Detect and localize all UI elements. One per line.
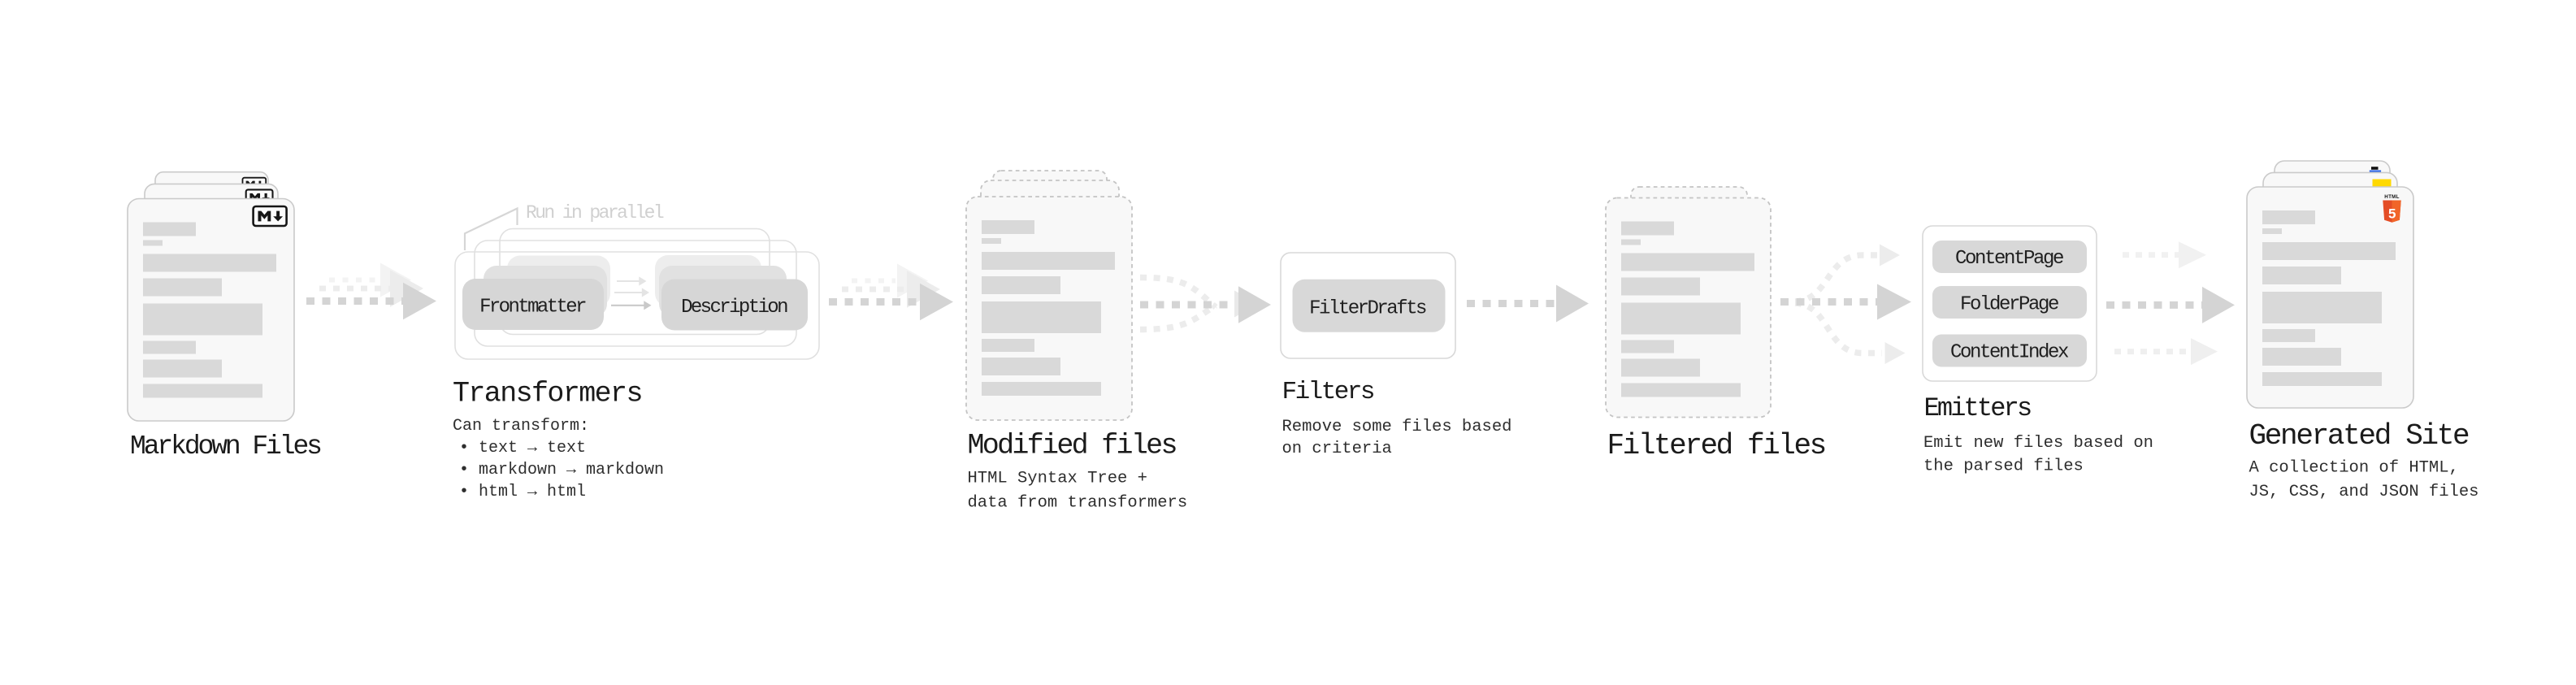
svg-text:ContentPage: ContentPage	[1955, 248, 2063, 270]
svg-text:on criteria: on criteria	[1282, 440, 1392, 458]
svg-text:FilterDrafts: FilterDrafts	[1309, 298, 1426, 320]
svg-text:ContentIndex: ContentIndex	[1950, 342, 2069, 364]
svg-text:A collection of HTML,: A collection of HTML,	[2249, 459, 2459, 478]
svg-text:5: 5	[2388, 206, 2396, 221]
svg-text:Remove some files based: Remove some files based	[1282, 418, 1512, 436]
svg-text:Run in parallel: Run in parallel	[526, 202, 664, 223]
svg-text:Emitters: Emitters	[1924, 393, 2031, 423]
svg-text:Generated Site: Generated Site	[2249, 419, 2470, 453]
svg-text:Description: Description	[681, 297, 787, 319]
svg-text:• html → html: • html → html	[459, 483, 586, 501]
svg-text:Transformers: Transformers	[453, 378, 642, 410]
svg-text:Modified files: Modified files	[968, 430, 1177, 462]
svg-text:• markdown → markdown: • markdown → markdown	[459, 461, 664, 479]
svg-text:data from transformers: data from transformers	[968, 494, 1188, 513]
svg-text:Can transform:: Can transform:	[453, 417, 589, 436]
svg-text:Emit new files based on: Emit new files based on	[1923, 434, 2153, 453]
svg-text:Frontmatter: Frontmatter	[479, 297, 586, 319]
svg-text:JS, CSS, and JSON files: JS, CSS, and JSON files	[2249, 483, 2479, 501]
svg-text:Filters: Filters	[1282, 378, 1374, 406]
svg-text:HTML: HTML	[2384, 194, 2399, 200]
svg-text:HTML Syntax Tree +: HTML Syntax Tree +	[968, 470, 1147, 488]
svg-text:• text → text: • text → text	[459, 439, 586, 457]
svg-text:the parsed files: the parsed files	[1923, 457, 2084, 475]
svg-text:Filtered files: Filtered files	[1607, 429, 1825, 462]
svg-text:FolderPage: FolderPage	[1960, 294, 2058, 316]
svg-text:Markdown Files: Markdown Files	[130, 431, 321, 462]
